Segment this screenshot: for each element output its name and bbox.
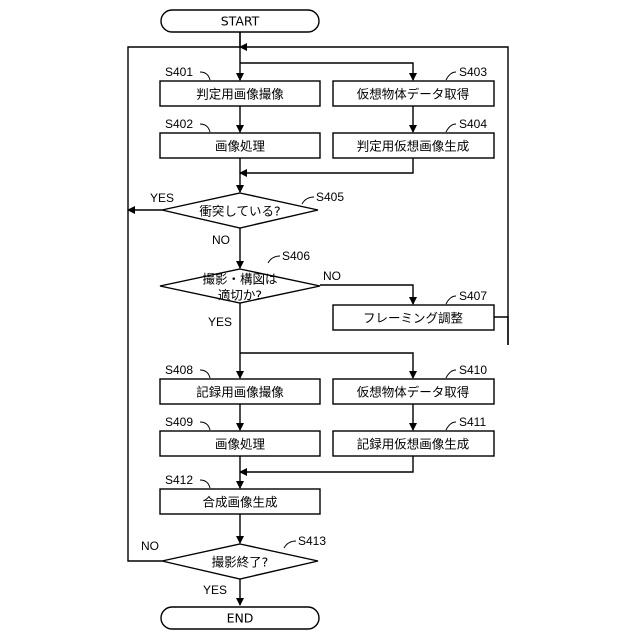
step-label-s411: S411 — [459, 415, 486, 429]
leader-s409 — [200, 422, 210, 430]
step-label-s406: S406 — [282, 249, 310, 263]
decision-s405-text: 衝突している? — [199, 204, 280, 219]
start-label: START — [221, 14, 260, 29]
step-label-s407: S407 — [459, 289, 487, 303]
step-label-s413: S413 — [298, 534, 326, 548]
end-label: END — [227, 611, 254, 626]
step-label-s412: S412 — [165, 473, 193, 487]
decision-s413-yes: YES — [203, 583, 227, 597]
leader-s402 — [200, 124, 210, 132]
decision-s405-no: NO — [212, 233, 230, 247]
decision-s406: 撮影・構図は 適切か? S406 NO YES — [160, 249, 341, 329]
decision-s413-no: NO — [141, 539, 159, 553]
step-label-s405: S405 — [316, 190, 344, 204]
leader-s403 — [446, 72, 456, 80]
leader-s406 — [268, 256, 280, 263]
process-s404-text: 判定用仮想画像生成 — [357, 139, 470, 154]
process-s402-text: 画像処理 — [215, 139, 266, 154]
decision-s413-text: 撮影終了? — [212, 555, 269, 570]
process-s410-text: 仮想物体データ取得 — [357, 385, 470, 400]
leader-s404 — [446, 124, 456, 132]
leader-s405 — [302, 197, 314, 204]
step-label-s401: S401 — [165, 65, 193, 79]
leader-s412 — [200, 480, 210, 488]
leader-s401 — [200, 72, 210, 80]
leader-s411 — [446, 422, 456, 430]
process-s409-text: 画像処理 — [215, 437, 266, 452]
step-label-s409: S409 — [165, 415, 193, 429]
process-s412-text: 合成画像生成 — [202, 495, 277, 510]
step-label-s410: S410 — [459, 363, 487, 377]
step-label-s404: S404 — [459, 117, 487, 131]
process-s408-text: 記録用画像撮像 — [196, 385, 284, 400]
process-s401-text: 判定用画像撮像 — [196, 87, 284, 102]
decision-s413: 撮影終了? S413 NO YES — [141, 534, 326, 597]
step-label-s403: S403 — [459, 65, 487, 79]
start-terminal: START — [161, 10, 319, 32]
step-label-s402: S402 — [165, 117, 193, 131]
leader-s413 — [284, 541, 296, 548]
decision-s406-line1: 撮影・構図は — [202, 272, 277, 287]
process-s403-text: 仮想物体データ取得 — [357, 87, 470, 102]
decision-s405: 衝突している? S405 YES NO — [150, 190, 344, 247]
leader-s410 — [446, 370, 456, 378]
leader-s407 — [446, 296, 456, 304]
step-label-s408: S408 — [165, 363, 193, 377]
end-terminal: END — [161, 607, 319, 629]
decision-s406-yes: YES — [208, 315, 232, 329]
leader-s408 — [200, 370, 210, 378]
process-s407-text: フレーミング調整 — [363, 311, 464, 326]
decision-s406-line2: 適切か? — [218, 288, 262, 303]
decision-s405-yes: YES — [150, 191, 174, 205]
decision-s406-no: NO — [323, 269, 341, 283]
process-s411-text: 記録用仮想画像生成 — [357, 437, 470, 452]
